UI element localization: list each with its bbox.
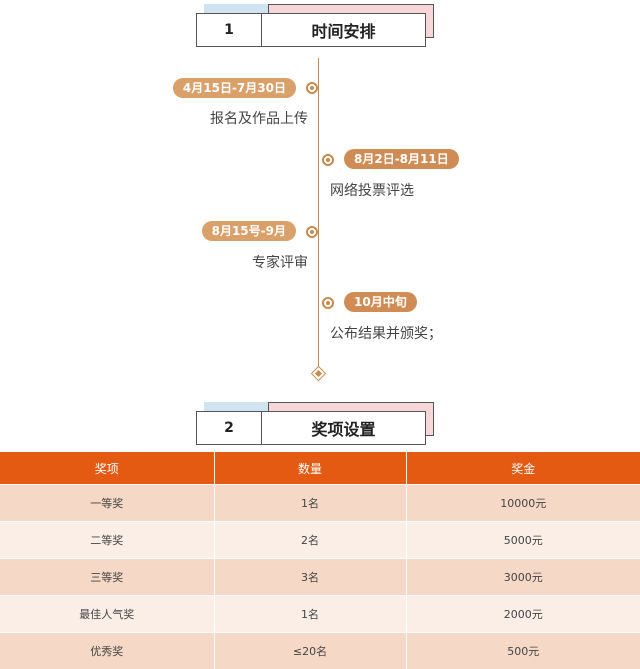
- section-header-schedule: 1 时间安排: [196, 4, 434, 48]
- table-row: 二等奖 2名 5000元: [0, 522, 640, 559]
- table-row: 三等奖 3名 3000元: [0, 559, 640, 596]
- timeline-date: 10月中旬: [344, 292, 417, 312]
- timeline-text: 专家评审: [252, 252, 308, 272]
- table-header-row: 奖项 数量 奖金: [0, 452, 640, 485]
- header-box: 2 奖项设置: [196, 411, 426, 445]
- award-prize: 3000元: [406, 559, 640, 596]
- timeline-dot-icon: [322, 297, 334, 309]
- section-number: 1: [197, 14, 262, 46]
- award-prize: 5000元: [406, 522, 640, 559]
- timeline-dot-icon: [306, 82, 318, 94]
- section-number: 2: [197, 412, 262, 444]
- timeline-line: [318, 58, 319, 368]
- timeline-text: 公布结果并颁奖；: [330, 323, 442, 343]
- section-header-awards: 2 奖项设置: [196, 402, 434, 446]
- award-prize: 500元: [406, 633, 640, 669]
- award-prize: 10000元: [406, 485, 640, 522]
- award-name: 最佳人气奖: [0, 596, 214, 633]
- award-name: 三等奖: [0, 559, 214, 596]
- table-row: 一等奖 1名 10000元: [0, 485, 640, 522]
- column-header: 奖项: [0, 452, 214, 485]
- timeline-date: 4月15日-7月30日: [173, 78, 296, 98]
- award-count: 1名: [214, 485, 406, 522]
- timeline-dot-icon: [306, 226, 318, 238]
- timeline-end-diamond-icon: [311, 366, 327, 382]
- timeline-date: 8月2日-8月11日: [344, 149, 459, 169]
- section-title: 时间安排: [262, 14, 425, 46]
- award-name: 一等奖: [0, 485, 214, 522]
- award-count: ≤20名: [214, 633, 406, 669]
- header-box: 1 时间安排: [196, 13, 426, 47]
- award-count: 3名: [214, 559, 406, 596]
- award-count: 2名: [214, 522, 406, 559]
- award-count: 1名: [214, 596, 406, 633]
- section-title: 奖项设置: [262, 412, 425, 444]
- award-name: 二等奖: [0, 522, 214, 559]
- timeline-text: 报名及作品上传: [210, 108, 308, 128]
- timeline-text: 网络投票评选: [330, 180, 414, 200]
- award-prize: 2000元: [406, 596, 640, 633]
- timeline-dot-icon: [322, 154, 334, 166]
- timeline-date: 8月15号-9月: [202, 221, 296, 241]
- table-row: 优秀奖 ≤20名 500元: [0, 633, 640, 669]
- column-header: 数量: [214, 452, 406, 485]
- column-header: 奖金: [406, 452, 640, 485]
- prize-table: 奖项 数量 奖金 一等奖 1名 10000元 二等奖 2名 5000元 三等奖 …: [0, 452, 640, 669]
- table-row: 最佳人气奖 1名 2000元: [0, 596, 640, 633]
- award-name: 优秀奖: [0, 633, 214, 669]
